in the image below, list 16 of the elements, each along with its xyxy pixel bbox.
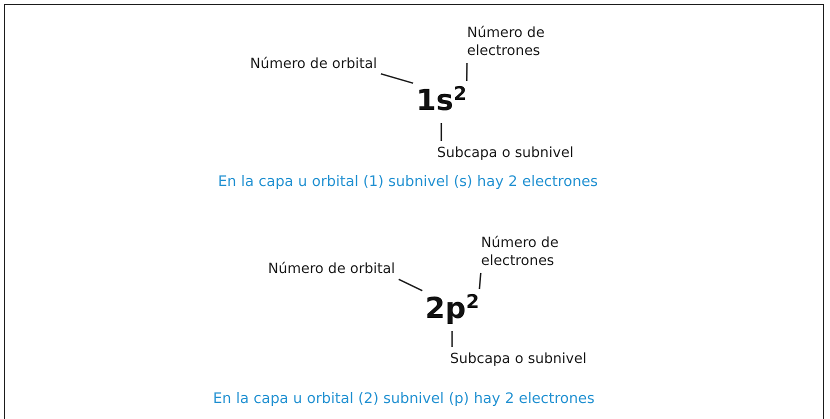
- leader-line: [478, 272, 482, 290]
- electron-configuration: 1s$^{2}$: [416, 84, 467, 120]
- explanation-text: En la capa u orbital (2) subnivel (p) hay 2 electrones: [213, 391, 595, 407]
- explanation-text: En la capa u orbital (1) subnivel (s) hay 2 electrones: [218, 174, 598, 190]
- leader-line: [451, 331, 453, 347]
- annotation-text: Número de orbital: [250, 55, 378, 73]
- annotation-text: Número de electrones: [481, 234, 579, 270]
- annotation-text: Subcapa o subnivel: [437, 144, 587, 162]
- leader-line: [398, 278, 423, 292]
- annotation-text: Número de orbital: [268, 260, 396, 278]
- leader-line: [466, 63, 468, 82]
- leader-line: [440, 123, 442, 141]
- annotation-text: Número de electrones: [467, 24, 565, 60]
- electron-configuration: 2p$^{2}$: [425, 292, 480, 328]
- annotation-text: Subcapa o subnivel: [450, 350, 600, 368]
- leader-line: [380, 73, 414, 84]
